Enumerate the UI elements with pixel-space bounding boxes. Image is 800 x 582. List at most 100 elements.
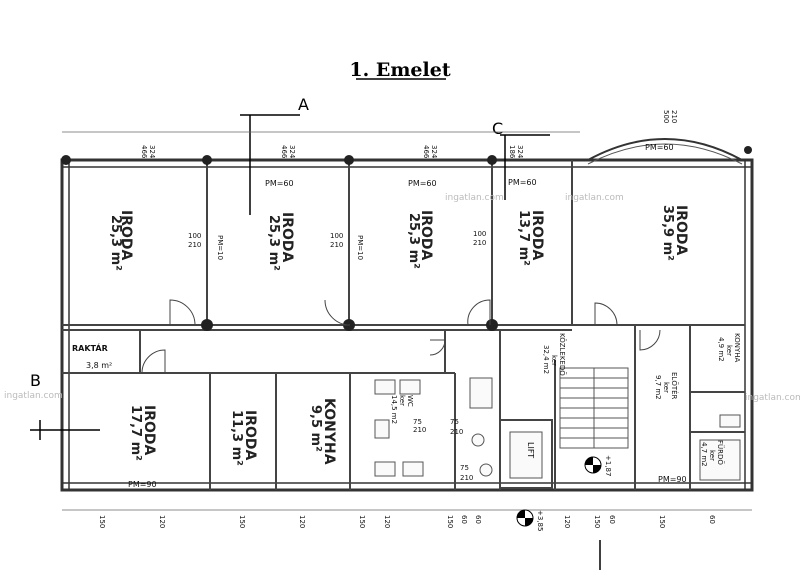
svg-text:17,7 m²: 17,7 m² <box>128 405 143 461</box>
svg-text:4,7 m2: 4,7 m2 <box>700 442 708 467</box>
svg-text:ker: ker <box>550 355 558 366</box>
door-height: 210 <box>450 428 463 436</box>
parapet-label: PM=90 <box>128 480 157 489</box>
watermark: ingatlan.com <box>445 193 504 203</box>
room-furdo: FÜRDŐ ker 4,7 m2 <box>700 440 725 467</box>
room-iroda-5: IRODA 35,9 m² <box>660 205 689 261</box>
room-kozlekedo: KÖZLEKEDŐ ker 32,4 m2 <box>542 333 567 376</box>
svg-text:IRODA: IRODA <box>242 410 258 461</box>
svg-text:IRODA: IRODA <box>529 210 545 261</box>
svg-text:RAKTÁR: RAKTÁR <box>72 342 108 353</box>
dim-bottom: 60 <box>608 515 616 524</box>
svg-text:9,7 m2: 9,7 m2 <box>654 375 662 400</box>
room-konyha-1: KONYHA 9,5 m² <box>308 398 337 465</box>
door-width: 75 <box>413 418 422 426</box>
bay-window <box>587 138 743 161</box>
svg-text:KÖZLEKEDŐ: KÖZLEKEDŐ <box>558 333 567 376</box>
svg-text:11,3 m²: 11,3 m² <box>229 410 244 466</box>
svg-text:4,9 m2: 4,9 m2 <box>717 337 725 362</box>
watermark: ingatlan.com <box>565 193 624 203</box>
door-height: 210 <box>330 241 343 249</box>
columns <box>61 146 752 331</box>
svg-text:LIFT: LIFT <box>526 442 535 458</box>
dim-bottom: 60 <box>474 515 482 524</box>
svg-text:WC: WC <box>406 395 414 407</box>
door-height: 210 <box>473 239 486 247</box>
svg-text:KONYHA: KONYHA <box>733 333 741 362</box>
room-iroda-7: IRODA 11,3 m² <box>229 410 258 466</box>
svg-text:35,9 m²: 35,9 m² <box>660 205 675 261</box>
dimension-lines <box>62 131 752 511</box>
svg-text:ker: ker <box>725 345 733 356</box>
door-width: 75 <box>450 418 459 426</box>
svg-text:13,7 m²: 13,7 m² <box>516 210 531 266</box>
dim-top-6: 324 <box>430 145 438 159</box>
level-marker-down: +3,85 <box>516 509 544 531</box>
dim-bottom: 150 <box>358 515 366 528</box>
svg-text:IRODA: IRODA <box>418 210 434 261</box>
svg-text:32,4 m2: 32,4 m2 <box>542 345 550 374</box>
room-eloter: ELŐTÉR ker 9,7 m2 <box>654 372 679 400</box>
room-lift: LIFT <box>526 442 535 458</box>
axis-label-c: C <box>492 119 503 138</box>
dim-bottom: 150 <box>446 515 454 528</box>
axis-markers <box>30 114 601 570</box>
room-raktar: RAKTÁR 3,8 m² <box>72 342 112 370</box>
door-height: 210 <box>413 426 426 434</box>
axis-label-b: B <box>30 371 41 390</box>
dim-top-1: 466 <box>140 145 148 159</box>
room-iroda-3: IRODA 25,3 m² <box>406 210 434 269</box>
dim-bottom: 60 <box>460 515 468 524</box>
dim-bottom: 120 <box>563 515 571 528</box>
dim-bottom: 120 <box>383 515 391 528</box>
door-width: 100 <box>188 232 201 240</box>
svg-text:IRODA: IRODA <box>279 212 295 263</box>
level-marker-up: +1,87 <box>584 455 612 476</box>
dim-top-2: 324 <box>148 145 156 159</box>
parapet-label: PM=60 <box>265 179 294 188</box>
svg-text:IRODA: IRODA <box>141 405 157 456</box>
door-width: 100 <box>473 230 486 238</box>
watermark: ingatlan.com <box>745 393 800 403</box>
svg-text:ELŐTÉR: ELŐTÉR <box>670 372 679 400</box>
dim-bottom: 150 <box>238 515 246 528</box>
parapet-label: PM=10 <box>356 235 364 260</box>
dim-bottom: 150 <box>658 515 666 528</box>
dim-bottom: 150 <box>98 515 106 528</box>
dim-top-8: 324 <box>516 145 524 159</box>
dim-top-4: 324 <box>288 145 296 159</box>
dim-top-7: 186 <box>508 145 516 159</box>
svg-text:14,5 m2: 14,5 m2 <box>390 395 398 424</box>
svg-text:9,5 m²: 9,5 m² <box>308 405 323 452</box>
door-height: 210 <box>188 241 201 249</box>
dim-top-10: 210 <box>670 110 678 123</box>
room-wc: WC ker 14,5 m2 <box>390 395 414 424</box>
svg-text:+1,87: +1,87 <box>604 455 612 476</box>
doors <box>141 299 661 374</box>
door-width: 75 <box>460 464 469 472</box>
room-iroda-4: IRODA 13,7 m² <box>516 210 545 266</box>
parapet-label: PM=10 <box>216 235 224 260</box>
dim-top-5: 466 <box>422 145 430 159</box>
svg-text:3,8 m²: 3,8 m² <box>86 361 112 370</box>
door-height: 210 <box>460 474 473 482</box>
parapet-label: PM=60 <box>645 143 674 152</box>
svg-text:IRODA: IRODA <box>118 210 134 261</box>
svg-text:25,3 m²: 25,3 m² <box>108 215 123 271</box>
svg-text:+3,85: +3,85 <box>536 510 544 531</box>
door-width: 100 <box>330 232 343 240</box>
svg-text:25,3 m²: 25,3 m² <box>266 215 281 271</box>
svg-text:ker: ker <box>662 382 670 393</box>
dim-bottom: 120 <box>298 515 306 528</box>
watermark: ingatlan.com <box>4 391 63 401</box>
parapet-label: PM=60 <box>508 178 537 187</box>
room-iroda-2: IRODA 25,3 m² <box>266 212 295 271</box>
svg-text:ker: ker <box>398 395 406 406</box>
room-iroda-1: IRODA 25,3 m² <box>108 210 134 271</box>
room-iroda-6: IRODA 17,7 m² <box>128 405 157 461</box>
svg-text:KONYHA: KONYHA <box>321 398 337 465</box>
svg-text:25,3 m²: 25,3 m² <box>406 213 421 269</box>
dim-top-3: 466 <box>280 145 288 159</box>
